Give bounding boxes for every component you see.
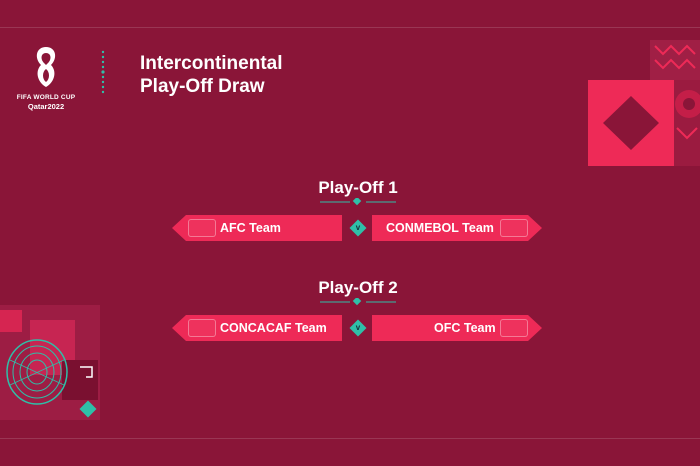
logo-subtitle: Qatar2022 [27, 102, 65, 111]
team-flag-placeholder [500, 219, 528, 237]
fifa-world-cup-logo: FIFA WORLD CUP Qatar2022 [10, 44, 82, 111]
playoff-1-away-team[interactable]: CONMEBOL Team [372, 215, 542, 241]
bottom-left-pattern-decoration [0, 305, 100, 420]
page-title: Intercontinental Play-Off Draw [140, 52, 283, 98]
versus-label: v [355, 323, 361, 332]
team-flag-placeholder [500, 319, 528, 337]
playoff-2-title: Play-Off 2 [318, 278, 398, 297]
versus-label: v [355, 223, 361, 232]
dotted-separator-icon [101, 50, 105, 94]
playoff-2-divider-icon [320, 298, 396, 306]
team-flag-placeholder [188, 319, 216, 337]
playoff-1-home-team[interactable]: AFC Team [172, 215, 342, 241]
team-name: AFC Team [220, 221, 281, 235]
team-name: OFC Team [434, 321, 496, 335]
top-divider-line [0, 27, 700, 28]
trophy-emblem-icon [36, 47, 56, 87]
team-name: CONMEBOL Team [386, 221, 494, 235]
top-right-pattern-decoration [588, 40, 700, 166]
title-line-1: Intercontinental [140, 53, 283, 74]
playoff-1-title: Play-Off 1 [318, 178, 398, 197]
team-flag-placeholder [188, 219, 216, 237]
playoff-2-away-team[interactable]: OFC Team [372, 315, 542, 341]
team-name: CONCACAF Team [220, 321, 327, 335]
playoff-2-home-team[interactable]: CONCACAF Team [172, 315, 342, 341]
title-line-2: Play-Off Draw [140, 76, 265, 97]
bottom-divider-line [0, 438, 700, 439]
logo-title: FIFA WORLD CUP [16, 94, 76, 101]
playoff-1-divider-icon [320, 198, 396, 206]
